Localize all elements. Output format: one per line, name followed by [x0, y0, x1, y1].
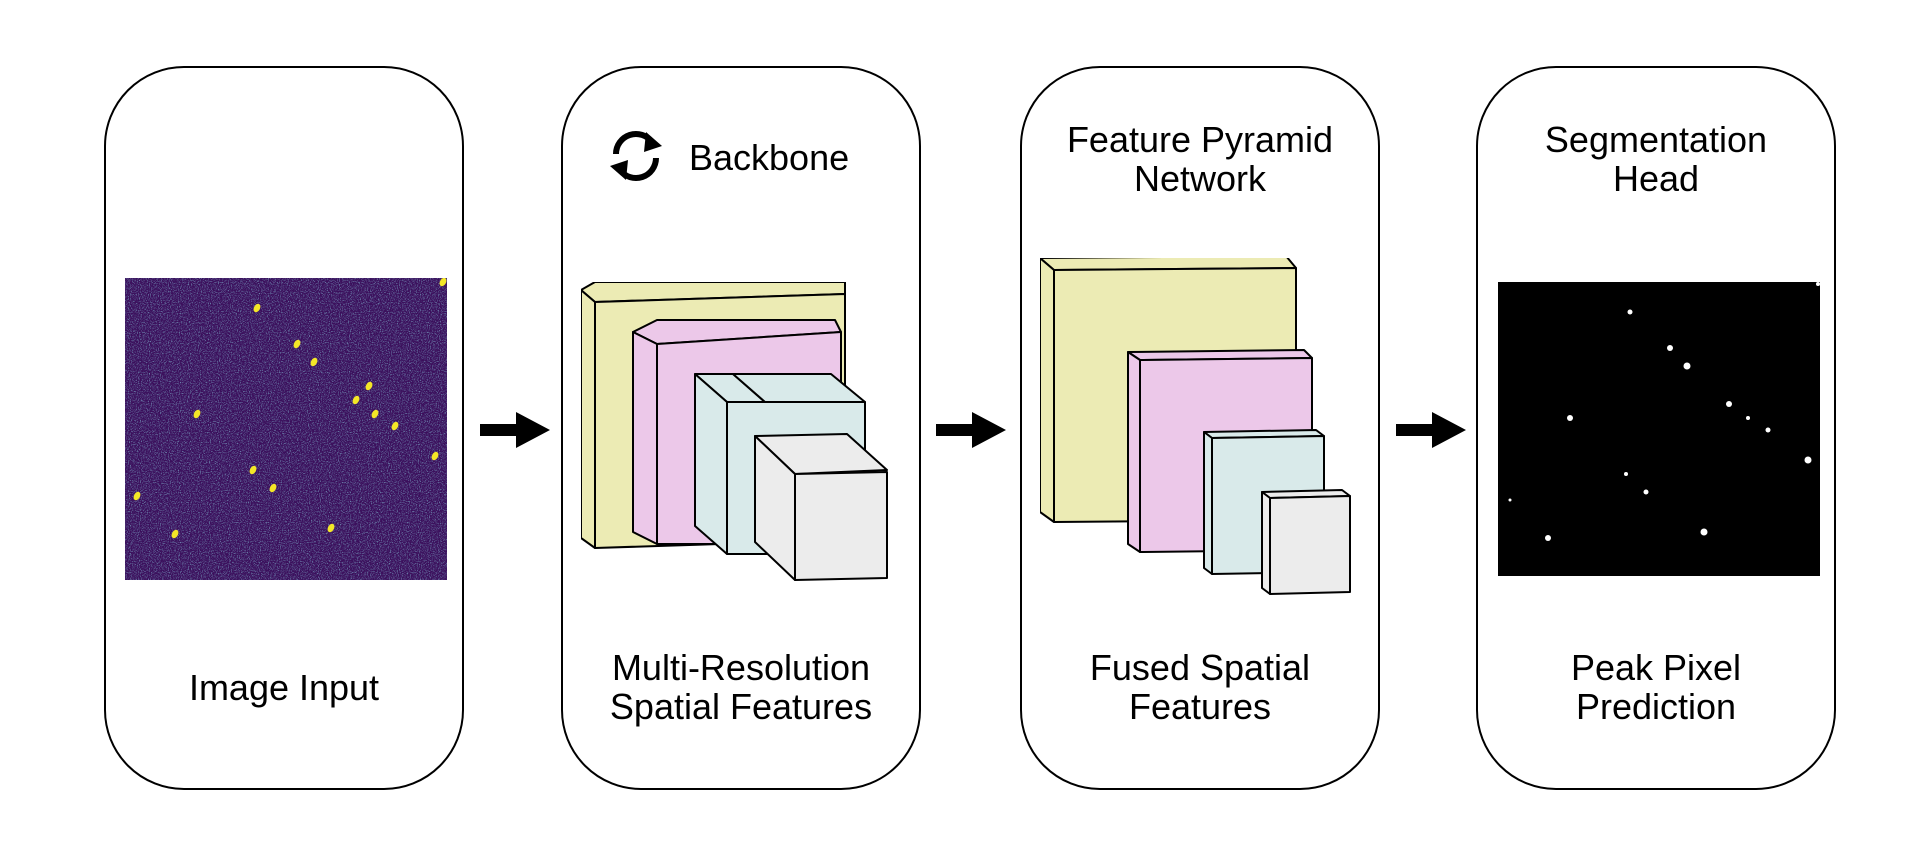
- fpn-map-gray: [1261, 489, 1351, 595]
- caption-segmentation-head: Peak Pixel Prediction: [1570, 647, 1742, 727]
- bright-spot: [171, 529, 179, 539]
- arrow-right-icon: [936, 412, 1006, 448]
- panel-backbone: Backbone: [561, 66, 921, 790]
- panel-feature-pyramid: Feature Pyramid Network: [1020, 66, 1380, 790]
- title-segmentation-head: Segmentation Head: [1544, 119, 1768, 199]
- bright-spot: [293, 339, 301, 349]
- backbone-feature-cubes: [581, 282, 888, 581]
- title-backbone: Backbone: [689, 137, 850, 178]
- bright-spot: [431, 451, 439, 461]
- panel-segmentation-head: Segmentation Head Peak Pixel Prediction: [1476, 66, 1836, 790]
- feature-map-gray: [754, 433, 888, 581]
- caption-image-input: Image Input: [188, 667, 380, 708]
- bright-spot: [133, 491, 141, 501]
- bright-spot: [365, 381, 373, 391]
- bright-spot: [193, 409, 201, 419]
- bright-spot: [352, 395, 360, 405]
- bright-spot: [371, 409, 379, 419]
- bright-spot: [249, 465, 257, 475]
- fpn-feature-maps: [1040, 258, 1351, 595]
- bright-spot: [269, 483, 277, 493]
- panel-image-input: Image Input: [104, 66, 464, 790]
- title-feature-pyramid: Feature Pyramid Network: [1066, 119, 1334, 199]
- bright-spot: [310, 357, 318, 367]
- caption-feature-pyramid: Fused Spatial Features: [1089, 647, 1311, 727]
- bright-spot: [253, 303, 261, 313]
- bright-spot: [439, 278, 447, 287]
- bright-spot: [327, 523, 335, 533]
- caption-backbone: Multi-Resolution Spatial Features: [609, 647, 873, 727]
- arrow-right-icon: [1396, 412, 1466, 448]
- refresh-icon: [610, 131, 662, 181]
- prediction-mask: [1498, 282, 1820, 576]
- bright-spot: [391, 421, 399, 431]
- input-image: [125, 278, 447, 580]
- arrow-right-icon: [480, 412, 550, 448]
